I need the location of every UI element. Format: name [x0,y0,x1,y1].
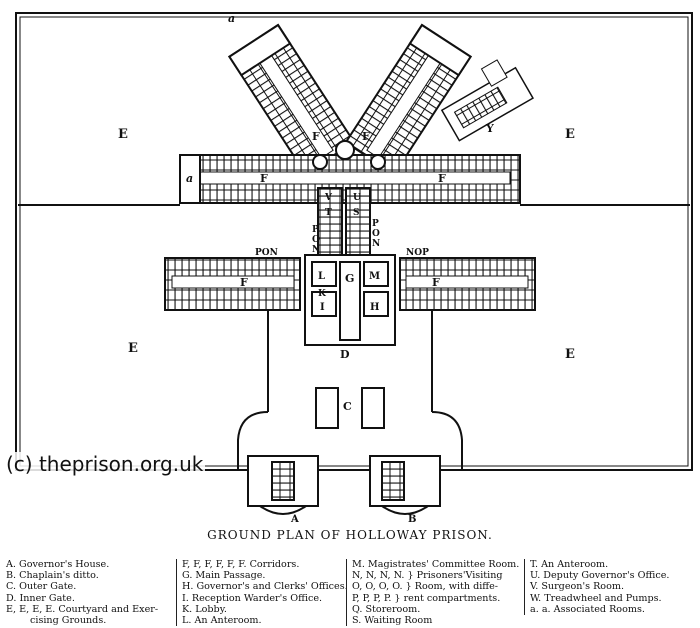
label-p-r: P [372,219,379,229]
central-block [304,187,396,346]
east-side-wing [399,257,536,311]
outer-gate [315,387,385,429]
label-u: U [353,193,361,203]
label-a: A [290,514,299,525]
governors-house [247,455,319,515]
label-f-main-r: F [438,172,446,185]
label-h: H [370,302,379,313]
legend-item: N, N, N, N. } Prisoners'Visiting [352,570,503,582]
label-c: C [343,400,352,413]
label-s: S [353,208,360,218]
label-nop: NOP [406,248,429,258]
legend-item: S. Waiting Room [352,615,433,627]
label-f-main-l: F [260,172,268,185]
plan-title: GROUND PLAN OF HOLLOWAY PRISON. [207,528,493,542]
boundary-wall [15,12,693,471]
legend-item: G. Main Passage. [182,570,266,582]
label-l: L [318,271,325,282]
label-f-wing-r: F [362,130,370,143]
label-e-ne: E [565,127,575,142]
legend-item: Q. Storeroom. [352,603,421,615]
label-f-wing-l: F [312,130,320,143]
legend-item: O, O, O, O. } Room, with diffe- [352,581,499,593]
legend-item: cising Grounds. [30,615,107,627]
legend-item: W. Treadwheel and Pumps. [530,592,662,604]
label-e-sw: E [128,341,138,356]
legend-column-3: M. Magistrates' Committee Room. N, N, N,… [346,559,520,627]
label-a-top: a [228,12,235,25]
legend-column-2: F, F, F, F, F, F. Corridors. G. Main Pas… [176,559,348,627]
label-b: B [408,514,416,525]
label-g: G [345,272,354,285]
legend-item: a. a. Associated Rooms. [530,603,645,615]
legend-item: E, E, E, E. Courtyard and Exer- [6,603,159,615]
label-f-side-r: F [432,276,440,289]
chaplains-house [369,455,441,515]
legend-item: F, F, F, F, F, F. Corridors. [182,559,300,570]
legend-item: M. Magistrates' Committee Room. [352,559,520,570]
ground-plan-diagram: a a E E E E F F F F F F Y V T P O N U S … [15,12,693,525]
watermark: (c) theprison.org.uk [4,452,206,476]
label-o-r: O [372,229,380,239]
north-west-wing [228,23,356,176]
legend-item: B. Chaplain's ditto. [6,570,99,582]
plan-labels: a a E E E E F F F F F F Y V T P O N U S … [118,12,575,525]
legend-column-4: T. An Anteroom. U. Deputy Governor's Off… [524,559,670,616]
label-f-side-l: F [240,276,248,289]
legend-item: I. Reception Warder's Office. [182,592,323,604]
legend-item: H. Governor's and Clerks' Offices. [182,581,348,593]
label-o-l: O [312,235,320,245]
label-k: K [318,289,327,299]
legend-item: D. Inner Gate. [6,592,75,604]
label-a-left: a [186,172,193,185]
label-n-r: N [372,239,380,249]
label-m: M [369,271,380,282]
label-d: D [340,348,350,361]
legend-item: T. An Anteroom. [530,559,609,570]
label-y: Y [485,122,494,135]
label-n-l: N [312,245,320,255]
legend-item: U. Deputy Governor's Office. [530,570,670,582]
treadwheel-building [440,59,534,142]
legend-item: P, P, P, P. } rent compartments. [352,592,501,604]
west-side-wing [164,257,301,311]
label-e-nw: E [118,127,128,142]
label-v: V [324,193,333,203]
label-pon: PON [255,248,278,258]
legend-item: A. Governor's House. [6,559,110,570]
legend-item: C. Outer Gate. [6,581,77,593]
label-t: T [325,208,332,218]
north-east-wing [344,23,472,176]
legend-item: V. Surgeon's Room. [530,581,624,593]
label-i: I [320,302,325,313]
label-e-se: E [565,347,575,362]
legend-column-1: A. Governor's House. B. Chaplain's ditto… [6,559,171,626]
legend-item: K. Lobby. [182,603,227,615]
legend-item: L. An Anteroom. [182,615,262,627]
label-p-l: P [312,225,319,235]
